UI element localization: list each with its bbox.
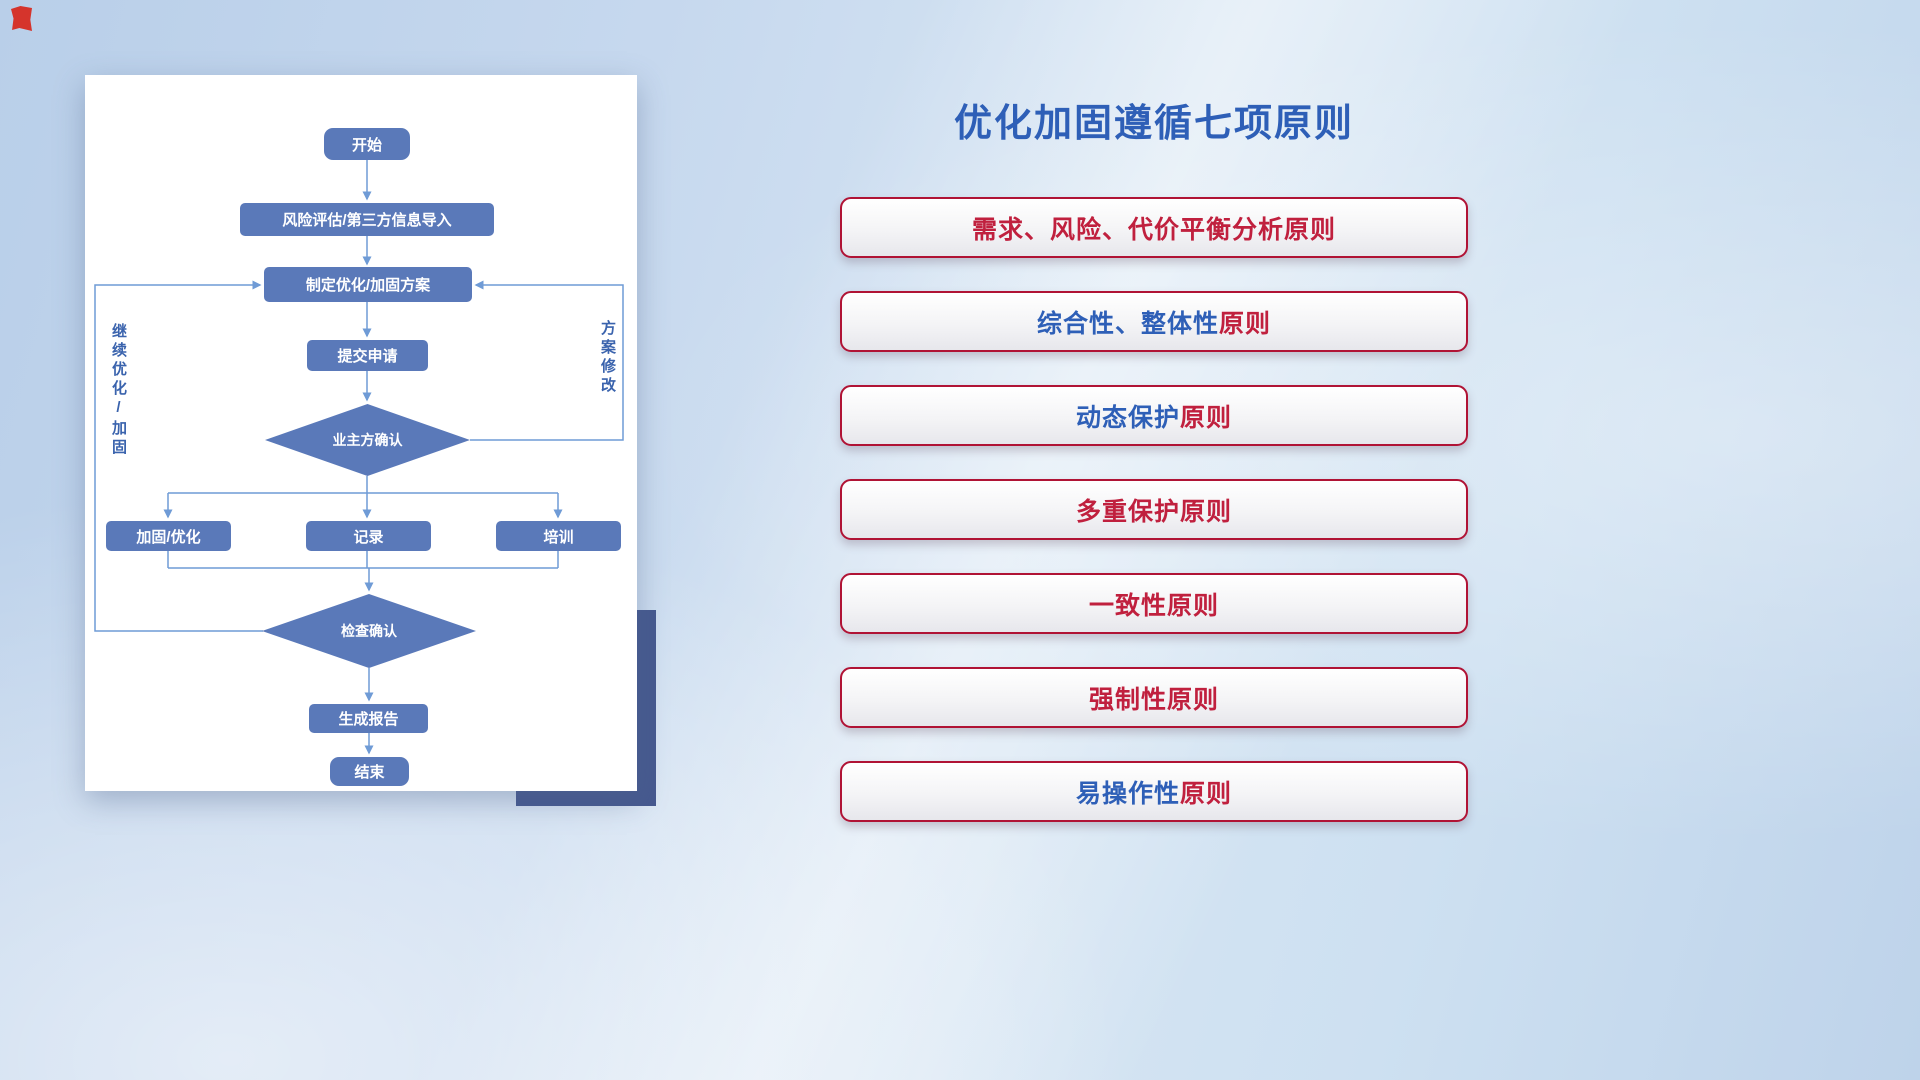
principle-text: 多重保护原则 <box>1076 492 1232 528</box>
corner-logo-icon <box>11 6 32 31</box>
principle-text-segment: 原则 <box>1180 779 1233 808</box>
principle-text-segment: 动态保护 <box>1075 403 1180 432</box>
flow-node-check-confirm: 检查确认 <box>262 594 476 668</box>
principle-text: 一致性原则 <box>1089 586 1219 622</box>
principle-item: 动态保护原则 <box>840 385 1468 446</box>
principle-text: 强制性原则 <box>1089 680 1219 716</box>
flow-label-left-loop: 继续优化/加固 <box>110 323 127 458</box>
principle-text-segment: 强制性原则 <box>1088 685 1219 714</box>
principle-text-segment: 易操作性 <box>1075 779 1180 808</box>
flow-node-training: 培训 <box>496 521 621 551</box>
principle-text-segment: 原则 <box>1219 309 1272 338</box>
principle-text: 易操作性原则 <box>1076 774 1232 810</box>
principle-item: 强制性原则 <box>840 667 1468 728</box>
flowchart-card: 开始 风险评估/第三方信息导入 制定优化/加固方案 提交申请 业主方确认 加固/… <box>85 75 637 791</box>
principle-item: 多重保护原则 <box>840 479 1468 540</box>
principles-list: 需求、风险、代价平衡分析原则 综合性、整体性原则 动态保护原则 多重保护原则 一… <box>840 197 1468 822</box>
principle-item: 需求、风险、代价平衡分析原则 <box>840 197 1468 258</box>
flow-node-import: 风险评估/第三方信息导入 <box>240 203 494 236</box>
principle-item: 一致性原则 <box>840 573 1468 634</box>
flow-node-owner-confirm: 业主方确认 <box>265 404 470 476</box>
flow-node-end: 结束 <box>330 757 409 786</box>
flow-label-right-loop: 方案修改 <box>599 320 616 396</box>
flow-node-plan: 制定优化/加固方案 <box>264 267 472 302</box>
principle-text: 动态保护原则 <box>1076 398 1232 434</box>
flow-node-submit: 提交申请 <box>307 340 428 371</box>
principle-item: 易操作性原则 <box>840 761 1468 822</box>
principle-text-segment: 综合性、整体性 <box>1036 309 1219 338</box>
principle-text-segment: 多重保护原则 <box>1075 497 1232 526</box>
flow-node-record: 记录 <box>306 521 431 551</box>
flow-node-harden: 加固/优化 <box>106 521 231 551</box>
page-title: 优化加固遵循七项原则 <box>953 103 1354 145</box>
flow-node-report: 生成报告 <box>309 704 428 733</box>
principle-item: 综合性、整体性原则 <box>840 291 1468 352</box>
principle-text-segment: 需求、风险、代价平衡分析原则 <box>971 215 1336 244</box>
principle-text: 综合性、整体性原则 <box>1037 304 1271 340</box>
principle-text-segment: 原则 <box>1180 403 1233 432</box>
flow-node-start: 开始 <box>324 128 410 160</box>
principle-text-segment: 一致性原则 <box>1088 591 1219 620</box>
principle-text: 需求、风险、代价平衡分析原则 <box>972 210 1336 246</box>
